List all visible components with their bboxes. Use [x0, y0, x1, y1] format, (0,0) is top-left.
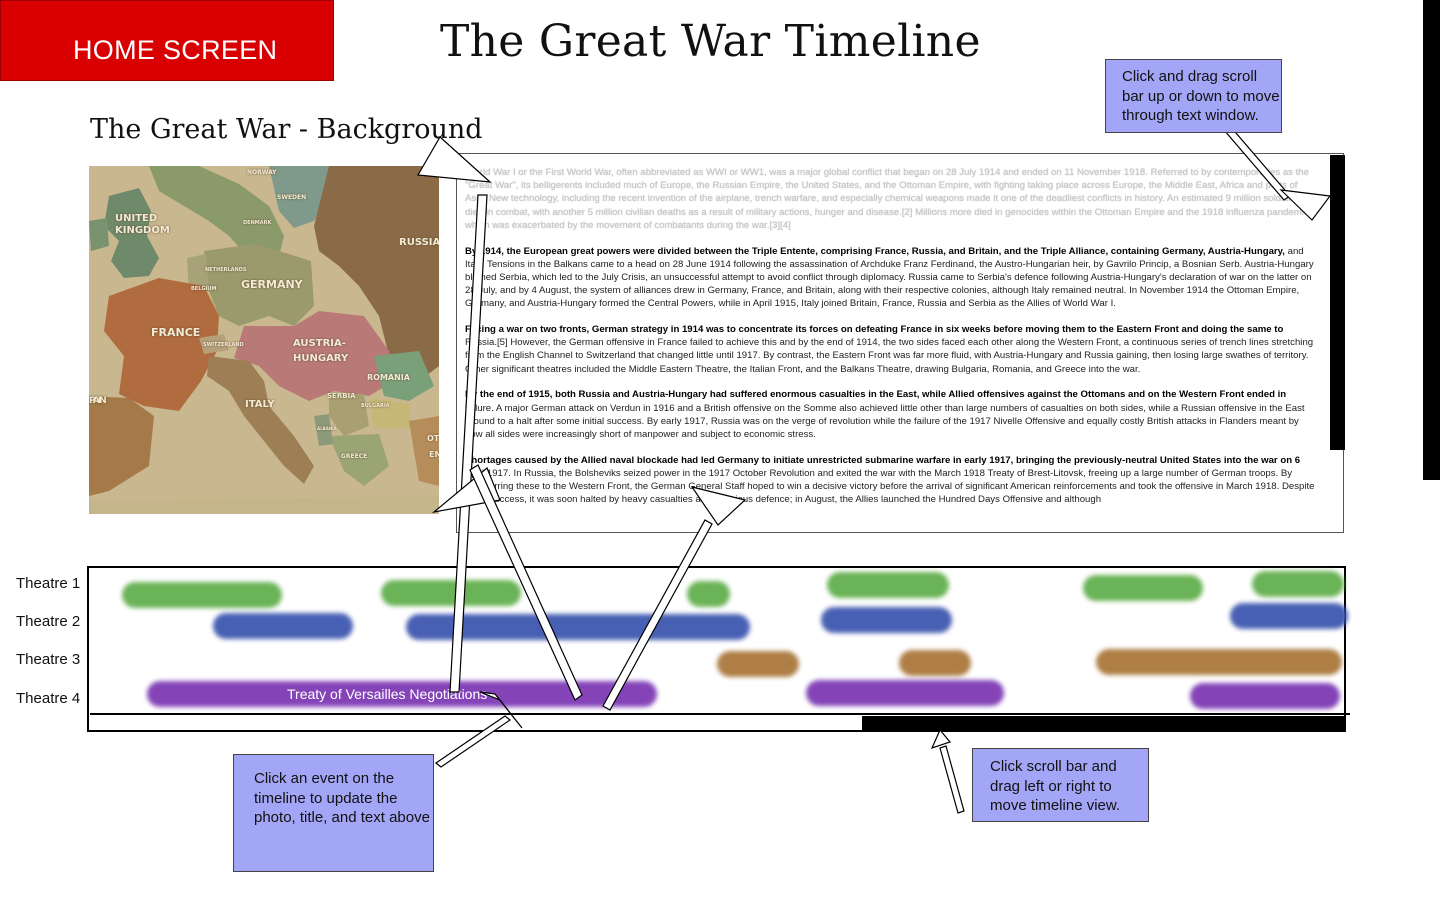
timeline-event-theatre-1[interactable]	[687, 581, 730, 607]
background-text-window[interactable]: World War I or the First World War, ofte…	[456, 153, 1344, 533]
map-label-empire: EM	[429, 450, 439, 459]
map-label-italy: ITALY	[245, 399, 275, 410]
timeline-event-theatre-3[interactable]	[717, 651, 799, 677]
map-label-albania: ALBANIA	[317, 426, 337, 431]
timeline-scroll-instruction-note: Click scroll bar and drag left or right …	[972, 748, 1149, 822]
map-label-france: FRANCE	[151, 326, 201, 339]
map-label-spain: PAIN	[89, 396, 107, 406]
map-label-greece: GREECE	[341, 453, 368, 460]
timeline-horizontal-scrollbar[interactable]	[862, 716, 1346, 731]
scrollbar-instruction-note: Click and drag scroll bar up or down to …	[1105, 59, 1282, 133]
text-paragraph: Shortages caused by the Allied naval blo…	[465, 454, 1315, 506]
timeline-event-theatre-4[interactable]	[1190, 683, 1340, 709]
europe-map-image: NORWAY SWEDEN UNITED KINGDOM DENMARK NET…	[89, 166, 439, 514]
section-title: The Great War - Background	[90, 114, 483, 145]
timeline-event-theatre-2[interactable]	[1230, 603, 1348, 629]
timeline-panel	[87, 566, 1346, 732]
map-label-belgium: BELGIUM	[191, 286, 217, 292]
map-label-uk: UNITED KINGDOM	[115, 213, 170, 236]
event-instruction-note: Click an event on the timeline to update…	[233, 754, 434, 872]
timeline-event-theatre-1[interactable]	[1083, 575, 1203, 601]
map-label-switzerland: SWITZERLAND	[203, 342, 244, 348]
timeline-axis	[90, 713, 1350, 715]
home-screen-button[interactable]: HOME SCREEN	[0, 0, 334, 81]
text-paragraph: Facing a war on two fronts, German strat…	[465, 324, 1314, 375]
text-paragraph: By the end of 1915, both Russia and Aust…	[465, 389, 1305, 440]
timeline-event-theatre-4[interactable]	[806, 680, 1004, 706]
text-paragraph: By 1914, the European great powers were …	[465, 245, 1314, 310]
map-label-russia: RUSSIA	[399, 237, 439, 248]
theatre-4-label: Theatre 4	[16, 690, 81, 707]
timeline-event-theatre-1[interactable]	[827, 572, 949, 598]
map-label-sweden: SWEDEN	[277, 194, 307, 201]
app-title: The Great War Timeline	[440, 16, 981, 67]
map-label-romania: ROMANIA	[367, 373, 410, 382]
text-paragraph: World War I or the First World War, ofte…	[465, 167, 1312, 231]
theatre-1-label: Theatre 1	[16, 575, 81, 592]
map-label-netherlands: NETHERLANDS	[205, 267, 247, 273]
timeline-event-theatre-3[interactable]	[899, 650, 971, 676]
map-label-austria-hungary: AUSTRIA-HUNGARY	[293, 338, 349, 364]
timeline-event-theatre-1[interactable]	[381, 580, 521, 606]
map-label-serbia: SERBIA	[327, 392, 356, 400]
timeline-event-theatre-2[interactable]	[213, 613, 353, 639]
map-label-norway: NORWAY	[247, 169, 277, 176]
map-label-ottoman: OT	[427, 434, 439, 443]
theatre-2-label: Theatre 2	[16, 613, 81, 630]
theatre-3-label: Theatre 3	[16, 651, 81, 668]
timeline-event-label: Treaty of Versailles Negotiations	[287, 686, 488, 702]
page-scrollbar[interactable]	[1423, 0, 1440, 480]
map-label-germany: GERMANY	[241, 278, 303, 291]
map-label-denmark: DENMARK	[243, 220, 272, 226]
timeline-event-theatre-1[interactable]	[122, 582, 282, 608]
timeline-event-theatre-3[interactable]	[1096, 649, 1342, 675]
timeline-event-theatre-1[interactable]	[1252, 571, 1344, 597]
timeline-event-theatre-2[interactable]	[821, 607, 952, 633]
home-screen-label: HOME SCREEN	[73, 35, 278, 65]
timeline-event-theatre-2[interactable]	[406, 614, 750, 640]
text-vertical-scrollbar[interactable]	[1330, 155, 1345, 450]
map-label-bulgaria: BULGARIA	[361, 403, 390, 409]
